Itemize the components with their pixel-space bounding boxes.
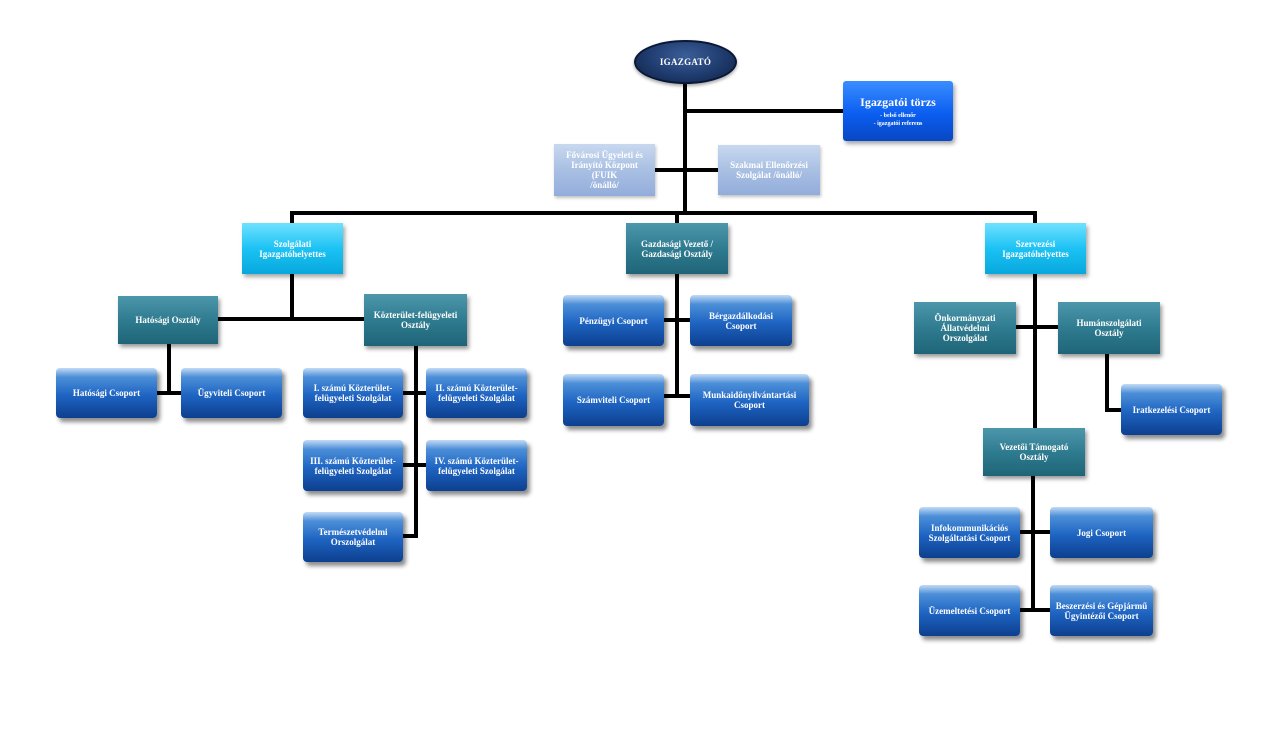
kf3-line-2: felügyeleti Szolgálat [314, 465, 392, 476]
kf2-line-2: felügyeleti Szolgálat [438, 393, 515, 403]
penzugyi-csoport-node[interactable]: Pénzügyi Csoport [563, 295, 664, 346]
hatosagi-osztaly-node[interactable]: Hatósági Osztály [118, 296, 218, 344]
szervezesi-line-2: Igazgatóhelyettes [1002, 248, 1069, 259]
szervezesi-line-1: Szervezési [1015, 238, 1056, 249]
kf2-line-1: II. számú Közterület- [435, 383, 518, 393]
infokom-line-1: Infokommunikációs [930, 522, 1009, 533]
termeszetvedelmi-orszolgalat-node[interactable]: Természetvédelmi Orszolgálat [303, 512, 403, 562]
beszerzesi-line-1: Beszerzési és Gépjármű [1055, 600, 1148, 611]
munkaido-line-1: Munkaidőnyilvántartási [702, 390, 797, 400]
szamviteli-label: Számviteli Csoport [576, 395, 651, 405]
fuik-node[interactable]: Fővárosi Ügyeleti és Irányító Központ (F… [554, 144, 655, 196]
penzugyi-label: Pénzügyi Csoport [579, 315, 648, 326]
kozterulet-line-2: Osztály [401, 320, 430, 330]
humanszolgalati-label: Humánszolgálati Osztály [1076, 318, 1142, 338]
infokom-line-2: Szolgáltatási Csoport [928, 532, 1011, 543]
termeszet-line-1: Természetvédelmi [318, 527, 388, 537]
kozterulet-line-1: Közterület-felügyeleti [373, 310, 458, 320]
bergazdalkodasi-csoport-node[interactable]: Bérgazdálkodási Csoport [690, 295, 792, 346]
munkaidonyilvantartasi-csoport-node[interactable]: Munkaidőnyilvántartási Csoport [690, 374, 809, 426]
szakmai-ellenorzesi-node[interactable]: Szakmai Ellenőrzési Szolgálat /önálló/ [718, 145, 820, 195]
beszerzesi-gepjarmu-csoport-node[interactable]: Beszerzési és Gépjármű Ügyintézői Csopor… [1050, 585, 1153, 636]
fuik-line-3: /önálló/ [590, 180, 619, 190]
kf-szolgalat-2-node[interactable]: II. számú Közterület- felügyeleti Szolgá… [426, 368, 527, 418]
kf-szolgalat-1-node[interactable]: I. számú Közterület- felügyeleti Szolgál… [303, 368, 403, 418]
szervezesi-igazgatohelyettes-node[interactable]: Szervezési Igazgatóhelyettes [985, 223, 1086, 274]
termeszet-line-2: Orszolgálat [330, 537, 376, 547]
gazdasagi-vezeto-node[interactable]: Gazdasági Vezető / Gazdasági Osztály [626, 223, 728, 274]
vezetoi-line-2: Osztály [1019, 452, 1049, 462]
torzs-item-referens: - igazgatói referens [873, 120, 923, 127]
torzs-item-belso-ellenor: - belső ellenőr [880, 112, 916, 119]
uzemeltetesi-label: Üzemeltetési Csoport [928, 605, 1011, 616]
onkormanyzati-allatvedelmi-node[interactable]: Önkormányzati Állatvédelmi Orszolgálat [914, 302, 1016, 354]
ellenorzesi-line-2: Szolgálat /önálló/ [736, 170, 802, 180]
munkaido-line-2: Csoport [734, 400, 765, 410]
iratkezelesi-label: Iratkezelési Csoport [1132, 404, 1211, 415]
torzs-title: Igazgatói törzs [860, 94, 936, 109]
beszerzesi-line-2: Ügyintézői Csoport [1064, 610, 1139, 621]
szolgalati-line-2: Igazgatóhelyettes [259, 248, 326, 259]
igazgato-label: IGAZGATÓ [659, 57, 712, 67]
gazdasagi-line-2: Gazdasági Osztály [641, 248, 713, 259]
gazdasagi-line-1: Gazdasági Vezető / [641, 238, 713, 249]
uzemeltetesi-csoport-node[interactable]: Üzemeltetési Csoport [919, 585, 1020, 636]
szolgalati-line-1: Szolgálati [273, 238, 312, 249]
kozterulet-felugyeleti-osztaly-node[interactable]: Közterület-felügyeleti Osztály [364, 294, 467, 346]
kf4-line-1: IV. számú Közterület- [434, 455, 519, 466]
iratkezelesi-csoport-node[interactable]: Iratkezelési Csoport [1121, 384, 1222, 435]
kf-szolgalat-4-node[interactable]: IV. számú Közterület- felügyeleti Szolgá… [426, 440, 527, 491]
vezetoi-line-1: Vezetői Támogató [999, 442, 1069, 452]
kf4-line-2: felügyeleti Szolgálat [438, 465, 515, 476]
kf3-line-1: III. számú Közterület- [310, 455, 396, 466]
bergazd-line-2: Csoport [725, 320, 757, 331]
hatosagi-csoport-node[interactable]: Hatósági Csoport [56, 368, 157, 418]
vezetoi-tamogato-osztaly-node[interactable]: Vezetői Támogató Osztály [983, 428, 1085, 476]
fuik-line-1: Fővárosi Ügyeleti és [566, 150, 643, 160]
infokommunikacios-csoport-node[interactable]: Infokommunikációs Szolgáltatási Csoport [919, 507, 1020, 558]
bergazd-line-1: Bérgazdálkodási [708, 310, 773, 321]
kf1-line-2: felügyeleti Szolgálat [314, 393, 392, 403]
igazgatoi-torzs-node[interactable]: Igazgatói törzs - belső ellenőr - igazga… [843, 81, 953, 141]
ugyviteli-csoport-node[interactable]: Ügyviteli Csoport [181, 368, 282, 418]
kf-szolgalat-3-node[interactable]: III. számú Közterület- felügyeleti Szolg… [303, 440, 403, 491]
szamviteli-csoport-node[interactable]: Számviteli Csoport [563, 374, 664, 426]
humanszolgalati-osztaly-node[interactable]: Humánszolgálati Osztály [1058, 302, 1160, 354]
hatosagi-csoport-label: Hatósági Csoport [72, 388, 141, 398]
igazgato-node[interactable]: IGAZGATÓ [634, 40, 737, 84]
jogi-label: Jogi Csoport [1076, 527, 1127, 538]
kf1-line-1: I. számú Közterület- [313, 383, 393, 393]
onkormanyzati-line-2: Állatvédelmi Orszolgálat [940, 323, 990, 343]
szolgalati-igazgatohelyettes-node[interactable]: Szolgálati Igazgatóhelyettes [242, 223, 343, 274]
fuik-line-2: Irányító Központ (FUIK [571, 160, 638, 180]
ugyviteli-csoport-label: Ügyviteli Csoport [197, 388, 266, 398]
hatosagi-osztaly-label: Hatósági Osztály [135, 315, 201, 325]
ellenorzesi-line-1: Szakmai Ellenőrzési [730, 160, 808, 170]
jogi-csoport-node[interactable]: Jogi Csoport [1050, 507, 1153, 558]
onkormanyzati-line-1: Önkormányzati [934, 313, 996, 323]
